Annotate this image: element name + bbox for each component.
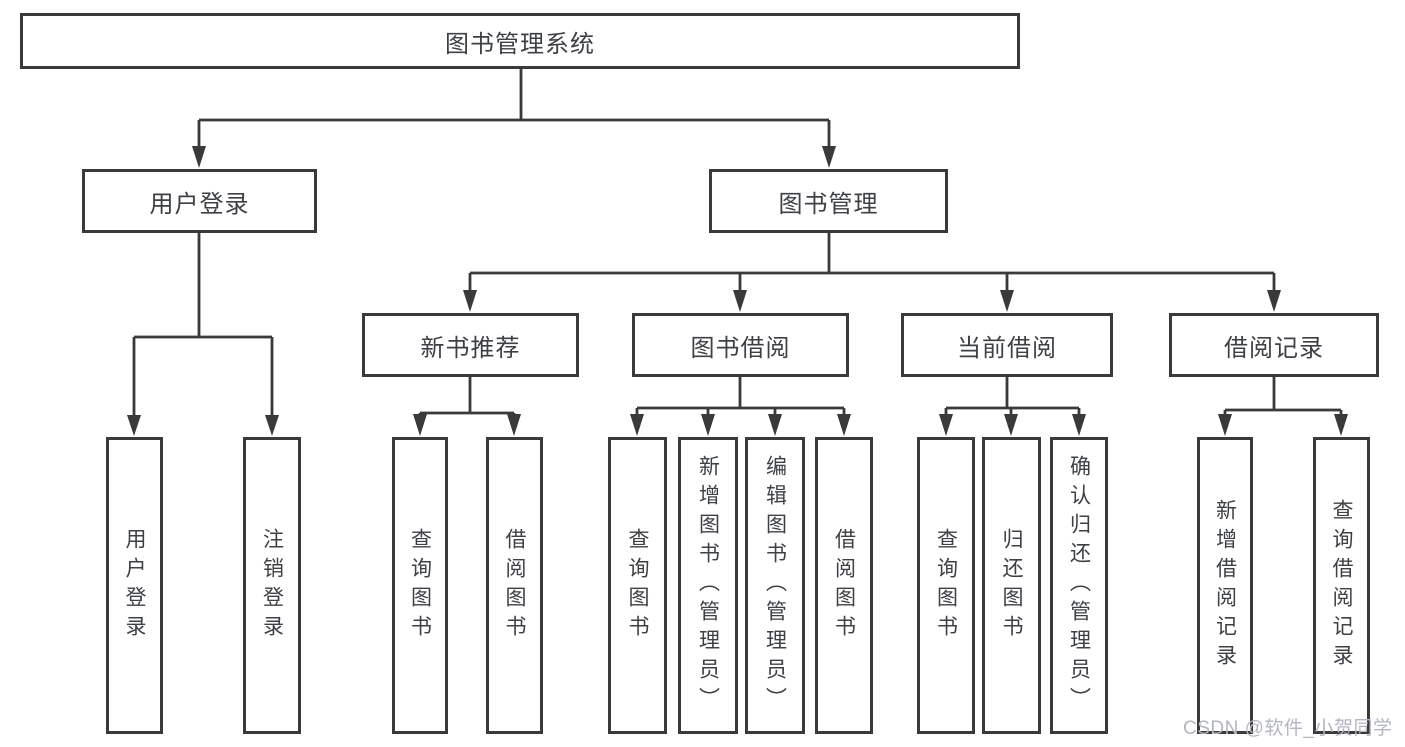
- leaf-confirm-return-admin-label: 确认归还（管理员）: [1067, 455, 1091, 716]
- leaf-logout: 注销登录: [243, 437, 301, 734]
- leaf-query-books-1-label: 查询图书: [408, 527, 432, 644]
- leaf-query-books-3-label: 查询图书: [934, 527, 958, 644]
- node-user-login-branch: 用户登录: [82, 169, 317, 233]
- connector-book-borrow-to-leaves: [630, 377, 851, 436]
- connector-borrow-records-to-leaves: [1218, 377, 1348, 436]
- leaf-add-books-admin: 新增图书（管理员）: [678, 437, 738, 734]
- csdn-watermark: CSDN @软件_小贺同学: [1183, 718, 1393, 739]
- node-new-book-rec: 新书推荐: [362, 313, 579, 377]
- node-new-book-rec-label: 新书推荐: [420, 334, 521, 362]
- node-current-borrow-label: 当前借阅: [957, 334, 1057, 362]
- leaf-query-books-2: 查询图书: [608, 437, 667, 734]
- leaf-query-borrow-record-label: 查询借阅记录: [1330, 498, 1353, 673]
- leaf-query-books-1: 查询图书: [392, 437, 448, 734]
- connector-root-to-level2: [192, 69, 836, 168]
- leaf-borrow-books-2-label: 借阅图书: [832, 527, 856, 644]
- connector-current-borrow-to-leaves: [939, 377, 1086, 436]
- node-borrow-records: 借阅记录: [1169, 313, 1379, 377]
- leaf-borrow-books-2: 借阅图书: [815, 437, 873, 734]
- leaf-user-login: 用户登录: [106, 437, 163, 734]
- node-user-login-branch-label: 用户登录: [149, 190, 250, 218]
- connector-user-login-to-leaves: [127, 233, 279, 436]
- node-current-borrow: 当前借阅: [901, 313, 1113, 377]
- leaf-query-books-3: 查询图书: [917, 437, 975, 734]
- leaf-edit-books-admin-label: 编辑图书（管理员）: [763, 455, 787, 716]
- leaf-edit-books-admin: 编辑图书（管理员）: [745, 437, 805, 734]
- node-root-label: 图书管理系统: [445, 30, 595, 58]
- leaf-borrow-books-1-label: 借阅图书: [503, 527, 526, 644]
- leaf-query-borrow-record: 查询借阅记录: [1313, 437, 1370, 734]
- leaf-return-books: 归还图书: [982, 437, 1041, 734]
- connector-new-book-rec-to-leaves: [413, 377, 521, 436]
- node-book-mgmt-branch: 图书管理: [709, 169, 948, 233]
- node-book-borrow: 图书借阅: [632, 313, 849, 377]
- leaf-borrow-books-1: 借阅图书: [486, 437, 543, 734]
- leaf-user-login-label: 用户登录: [123, 527, 146, 644]
- leaf-add-borrow-record: 新增借阅记录: [1197, 437, 1253, 734]
- node-root: 图书管理系统: [20, 13, 1020, 69]
- connector-book-mgmt-to-level3: [463, 233, 1281, 312]
- node-book-borrow-label: 图书借阅: [690, 334, 791, 362]
- leaf-logout-label: 注销登录: [260, 527, 284, 644]
- leaf-query-books-2-label: 查询图书: [626, 527, 649, 644]
- node-borrow-records-label: 借阅记录: [1224, 334, 1324, 362]
- leaf-confirm-return-admin: 确认归还（管理员）: [1050, 437, 1108, 734]
- node-book-mgmt-branch-label: 图书管理: [778, 190, 879, 218]
- leaf-add-borrow-record-label: 新增借阅记录: [1213, 498, 1237, 673]
- leaf-return-books-label: 归还图书: [1000, 527, 1023, 644]
- leaf-add-books-admin-label: 新增图书（管理员）: [696, 455, 720, 716]
